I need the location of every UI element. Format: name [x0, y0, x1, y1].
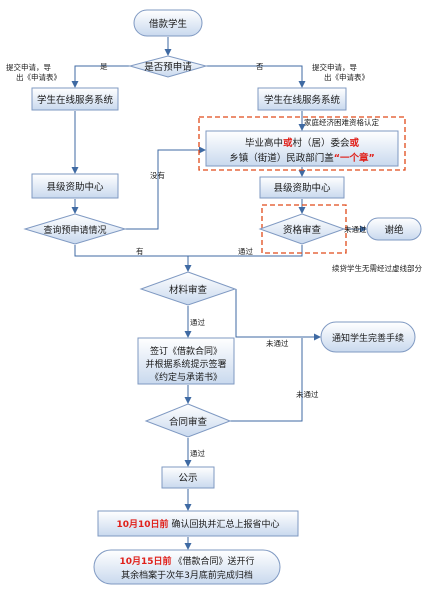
contract-label: 合同审查 — [169, 416, 208, 428]
label-pass-contract: 通过 — [190, 448, 205, 458]
start-node — [133, 9, 203, 37]
label-fail-qualify: 未通过 — [344, 224, 367, 234]
publicity-box — [161, 466, 215, 489]
archive-node — [93, 549, 281, 585]
archive-date: 10月15日前 — [119, 555, 171, 567]
online-right-label: 学生在线服务系统 — [264, 94, 341, 106]
reject-label: 谢绝 — [384, 224, 404, 236]
confirm-date: 10月10日前 — [116, 518, 168, 530]
online-left-box — [31, 87, 119, 111]
label-fail-contract: 未通过 — [296, 389, 319, 399]
material-decision — [139, 271, 237, 306]
label-no: 否 — [256, 62, 264, 71]
edge-material-fail — [235, 289, 321, 341]
archive-line2: 其余档案于次年3月底前完成归档 — [121, 569, 253, 581]
reject-node — [366, 217, 422, 241]
preapply-decision — [128, 55, 208, 78]
query-label: 查询预申请情况 — [43, 224, 106, 236]
hardship-dashed-frame — [198, 116, 406, 171]
connectors — [71, 37, 367, 550]
hardship-line1: 毕业高中或村（居）委会或 — [245, 137, 360, 149]
online-left-label: 学生在线服务系统 — [37, 94, 114, 106]
edge-preapply-no — [206, 65, 306, 88]
label-renewal-note: 续贷学生无需经过虚线部分 — [332, 263, 422, 273]
label-submit-right-2: 出《申请表》 — [324, 72, 369, 82]
county-left-box — [31, 173, 119, 199]
notify-node — [320, 321, 416, 353]
hardship-line1-or1: 或 — [283, 137, 293, 149]
hardship-line1-b: 村（居）委会 — [293, 137, 351, 149]
publicity-label: 公示 — [178, 473, 197, 484]
sign-line1: 签订《借款合同》 — [150, 345, 222, 357]
edge-preapply-yes — [71, 65, 130, 88]
preapply-label: 是否预申请 — [144, 61, 192, 73]
hardship-line2-a: 乡镇（街道）民政部门盖 — [229, 152, 334, 164]
label-pass-material: 通过 — [190, 317, 205, 327]
sign-line3: 《约定与承诺书》 — [150, 371, 222, 383]
edge-contract-fail — [230, 338, 303, 422]
contract-decision — [144, 403, 232, 438]
label-submit-left-1: 提交申请，导 — [6, 62, 51, 72]
label-fail-material: 未通过 — [266, 338, 289, 348]
label-submit-right-1: 提交申请，导 — [312, 62, 357, 72]
hardship-line1-or2: 或 — [350, 137, 360, 149]
hardship-line1-a: 毕业高中 — [245, 137, 283, 149]
sign-box — [137, 337, 235, 385]
material-label: 材料审查 — [169, 284, 208, 296]
label-none: 没有 — [150, 170, 165, 180]
label-submit-left-2: 出《申请表》 — [16, 72, 61, 82]
edge-query-none — [125, 146, 206, 230]
start-label: 借款学生 — [149, 18, 188, 30]
confirm-box — [97, 510, 299, 537]
confirm-label: 10月10日前确认回执并汇总上报省中心 — [116, 518, 279, 530]
label-have: 有 — [136, 246, 144, 256]
county-right-label: 县级资助中心 — [273, 182, 331, 194]
label-yes: 是 — [100, 62, 108, 71]
hardship-line2: 乡镇（街道）民政部门盖“一个章” — [229, 152, 375, 164]
hardship-box — [205, 130, 399, 167]
online-right-box — [257, 87, 347, 111]
label-hardship-note: 家庭经济困难资格认定 — [304, 117, 379, 127]
sign-line2: 并根据系统提示签署 — [145, 358, 226, 370]
query-decision — [23, 213, 127, 245]
county-left-label: 县级资助中心 — [46, 181, 104, 193]
hardship-line2-b: “一个章” — [334, 152, 375, 164]
qualify-decision — [258, 213, 346, 245]
county-right-box — [259, 176, 345, 199]
label-pass-qualify: 通过 — [238, 246, 253, 256]
archive-line1-text: 《借款合同》送开行 — [174, 555, 255, 567]
notify-label: 通知学生完善手续 — [332, 332, 404, 344]
qualify-label: 资格审查 — [283, 224, 322, 236]
confirm-text: 确认回执并汇总上报省中心 — [172, 518, 280, 530]
archive-line1: 10月15日前《借款合同》送开行 — [119, 555, 254, 567]
edge-query-have — [74, 245, 303, 257]
